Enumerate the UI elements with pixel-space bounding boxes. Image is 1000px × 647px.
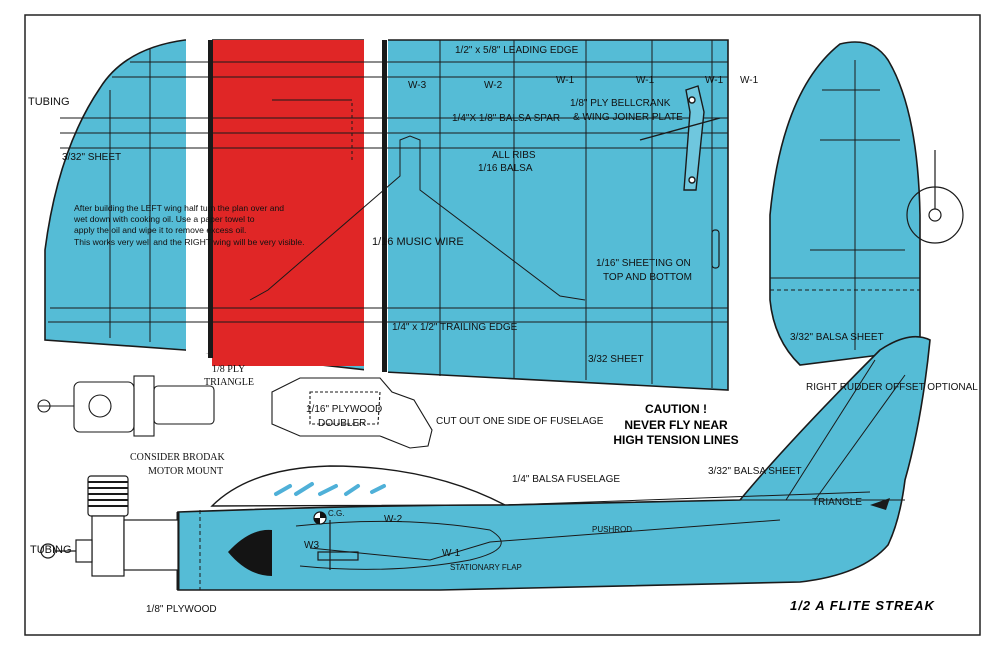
ply-triangle-label-1: 1/8 PLY [212,364,246,375]
engine-mount-icon [40,475,179,577]
note-line: This works very well and the RIGHT wing … [74,236,305,247]
cut-out-label: CUT OUT ONE SIDE OF FUSELAGE [436,416,604,427]
fuselage-w2-label: W-2 [384,514,403,525]
tail-balsa-sheet-label: 3/32" BALSA SHEET [790,332,884,343]
rib-w1-label-c: W-1 [705,75,724,86]
doubler-outline [271,377,433,449]
note-line: apply the oil and wipe it to remove exce… [74,225,247,236]
brodak-label-2: MOTOR MOUNT [148,466,224,477]
plywood-label: 1/8" PLYWOOD [146,604,217,615]
plan-title: 1/2 A FLITE STREAK [790,598,935,613]
pushrod-label: PUSHROD [592,525,633,534]
cg-label: C.G. [328,509,345,518]
caution-line-2: NEVER FLY NEAR [624,417,728,432]
fuselage-panel [177,335,931,591]
caution-line-3: HIGH TENSION LINES [613,433,739,448]
fuselage-w1-label: W-1 [442,548,461,559]
rib-w1-label-a: W-1 [556,75,575,86]
trailing-edge-label: 1/4" x 1/2" TRAILING EDGE [392,322,518,333]
balsa-fuselage-label: 1/4" BALSA FUSELAGE [512,474,621,485]
wing-gap-left [186,38,212,353]
rib-w1-label-d: W-1 [740,75,759,86]
all-ribs-label: ALL RIBS [492,150,536,161]
sheet-label: 3/32" SHEET [62,152,122,163]
oil-instructions-note: After building the LEFT wing half turn t… [74,203,364,248]
stabilizer-panel [769,41,921,366]
balsa-spar-label: 1/4"X 1/8" BALSA SPAR [452,113,561,124]
sheet-bottom-label: 3/32 SHEET [588,354,644,365]
wing-red-panel [212,40,364,366]
brodak-label-1: CONSIDER BRODAK [130,452,225,463]
rib-w3-label: W-3 [408,80,427,91]
caution-notice: CAUTION ! NEVER FLY NEAR HIGH TENSION LI… [601,402,751,449]
triangle-label: TRIANGLE [812,497,863,508]
bellcrank-icon [639,85,721,191]
sheeting-label-1: 1/16" SHEETING ON [596,258,691,269]
note-line: wet down with cooking oil. Use a paper t… [74,214,255,225]
stationary-flap-label: STATIONARY FLAP [450,563,522,572]
bellcrank-label-1: 1/8" PLY BELLCRANK [570,98,671,109]
ply-triangle-label-2: TRIANGLE [204,377,254,388]
rudder-offset-label: RIGHT RUDDER OFFSET OPTIONAL [806,382,978,393]
cg-icon [313,511,327,525]
bellcrank-label-2: & WING JOINER PLATE [573,112,683,123]
tubing-label-left: TUBING [30,544,72,556]
doubler-label-1: 1/16" PLYWOOD [306,404,383,415]
music-wire-label: 1/16 MUSIC WIRE [372,236,464,248]
doubler-label-2: DOUBLER [318,418,367,429]
note-line: After building the LEFT wing half turn t… [74,203,285,213]
fuselage-balsa-sheet-label: 3/32" BALSA SHEET [708,466,802,477]
engine-icon [37,375,215,437]
fuselage-w3-label: W3 [304,540,319,551]
nose-block [228,529,272,576]
rib-w2-label: W-2 [484,80,503,91]
leading-edge-label: 1/2" x 5/8" LEADING EDGE [455,45,579,56]
caution-line-1: CAUTION ! [645,402,707,416]
rib-w1-label-b: W-1 [636,75,655,86]
wheel-icon [906,150,964,244]
ribs-balsa-label: 1/16 BALSA [478,163,533,174]
tubing-label-top: TUBING [28,96,70,108]
sheeting-label-2: TOP AND BOTTOM [603,272,692,283]
